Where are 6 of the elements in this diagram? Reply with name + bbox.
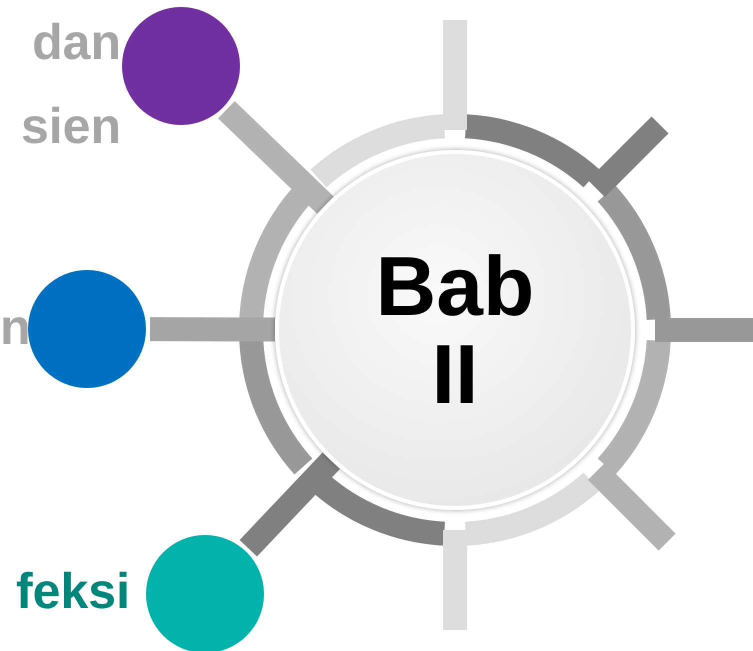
spoke-line [218,101,334,214]
item-label: dan sien [20,13,121,156]
spoke-line [150,317,276,342]
chapter-title: Bab II [374,242,536,418]
item-label: feksi [15,562,130,621]
item-label: n [0,298,26,357]
